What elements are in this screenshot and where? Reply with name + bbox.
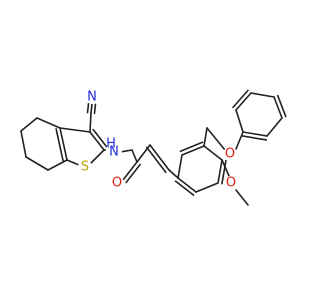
thiophene-s-c7a-bond	[66, 159, 80, 166]
thiophene-c3-c2-bond-b	[92, 128, 108, 149]
benzene-bond-5	[195, 182, 219, 193]
benzene-bond-6-b	[174, 180, 195, 196]
benzene-bond-2-a	[181, 145, 205, 156]
sulfur-bg	[78, 160, 92, 174]
molecule-structure-diagram: N H N S O O O	[20, 89, 287, 206]
benzyl-ch2-bond	[203, 127, 208, 147]
methoxy-o-bg	[224, 176, 238, 190]
benzene-bond-1	[177, 154, 183, 179]
ether-o-bg	[223, 147, 237, 161]
benzene-bond-2-b	[179, 141, 204, 153]
nitrile-triple-bond-a	[90, 103, 93, 114]
benzene-bond-4-a	[217, 159, 223, 184]
vinyl-double-bond-a	[149, 144, 170, 171]
benzene-bond-3	[203, 145, 223, 161]
thiophene-c7a-c3a-bond-a	[59, 127, 68, 161]
cyclohexane-bond-5	[47, 159, 68, 171]
aryl-methoxy-o-bond	[221, 159, 230, 177]
thiophene-c3a-c3-bond	[59, 127, 91, 133]
carbonyl-co-double-bond-a	[122, 161, 138, 181]
benzene-bond-4-b	[221, 159, 227, 185]
benzene-bond-6-a	[177, 177, 197, 193]
carbonyl-co-double-bond-b	[125, 163, 141, 184]
carbonyl-o-bg	[110, 176, 124, 190]
methoxy-o-label: O	[226, 176, 236, 191]
vinyl-aryl-bond	[168, 169, 179, 179]
phenyl-bond-3	[250, 92, 275, 98]
phenyl-bond-6-b	[241, 135, 268, 141]
atom-label-layer: N H N S O O O	[78, 90, 238, 191]
ether-o-label: O	[225, 147, 235, 162]
cyclohexane-bond-4	[25, 156, 49, 171]
bond-layer	[20, 89, 287, 206]
amide-n-bg	[106, 142, 122, 158]
alpha-carbon-bond	[136, 144, 151, 163]
phenyl-bond-5	[266, 117, 283, 137]
phenyl-bond-4-b	[276, 94, 287, 118]
phenyl-bond-2-a	[235, 92, 252, 111]
carbonyl-o-label: O	[112, 176, 122, 191]
thiophene-c7a-c3a-bond-b	[55, 128, 64, 162]
ch2-o-bond	[206, 127, 226, 151]
cyclohexane-bond-1	[36, 117, 61, 129]
phenyl-bond-2-b	[232, 89, 249, 109]
phenyl-bond-1	[235, 109, 244, 133]
phenyl-bond-6-a	[242, 131, 268, 137]
amide-h-label: H	[106, 137, 116, 152]
sulfur-label: S	[81, 160, 89, 175]
cyclohexane-bond-3	[20, 130, 27, 158]
amide-n-label: N	[109, 145, 119, 160]
phenyl-bond-4-a	[273, 96, 283, 119]
vinyl-double-bond-b	[146, 146, 167, 174]
nitrile-n-bg	[85, 90, 99, 104]
methoxy-methyl-bond	[235, 189, 249, 206]
nitrile-triple-bond-c	[86, 102, 90, 114]
thiophene-c3-c2-bond-a	[89, 131, 105, 151]
n-carbonyl-bond	[119, 149, 133, 153]
o-phenyl-bond	[235, 131, 244, 150]
thiophene-c2-s-bond	[90, 149, 105, 164]
carbonyl-c-bond	[131, 149, 138, 163]
cyclohexane-bond-2	[20, 117, 38, 132]
nitrile-n-label: N	[87, 90, 97, 105]
c3-cn-bond	[89, 112, 92, 133]
nitrile-triple-bond-b	[93, 103, 97, 115]
